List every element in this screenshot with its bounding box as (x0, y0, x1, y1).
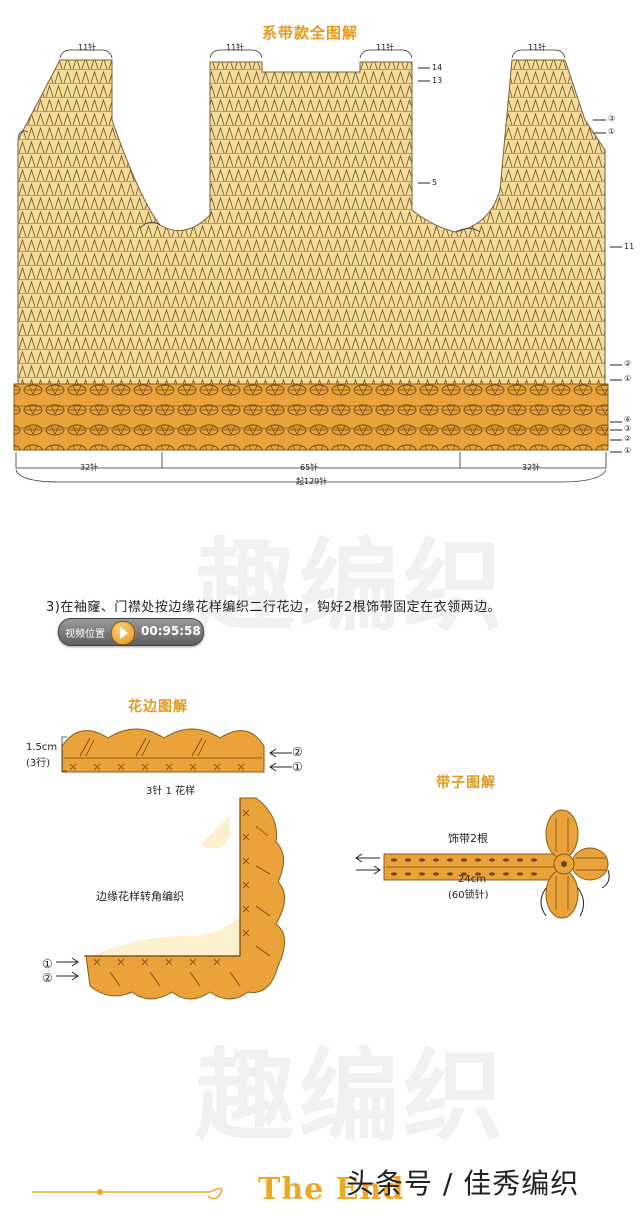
row-mark-right-9: ① (624, 446, 632, 455)
top-count-3: 11针 (376, 43, 395, 52)
corner-marker-2: ② (42, 971, 53, 985)
the-end-text: The End (258, 1172, 405, 1207)
row-mark-right-7: ③ (624, 424, 632, 433)
top-count-4: 11针 (528, 43, 547, 52)
row-mark-right-2: ① (608, 127, 616, 136)
watermark-1: 趣编织 (195, 528, 507, 645)
corner-label: 边缘花样转角编织 (96, 890, 184, 903)
row-mark-right-6: ④ (624, 415, 632, 424)
video-position-button[interactable]: 视频位置 00:95:58 (58, 618, 204, 646)
row-mark-5: 5 (432, 178, 438, 187)
row-mark-right-1: ③ (608, 114, 616, 123)
tie-title: 带子图解 (436, 775, 496, 791)
top-count-2: 11针 (226, 43, 245, 52)
tie-count-label: 饰带2根 (448, 832, 488, 845)
end-ornament (32, 1187, 223, 1200)
edging-rows-label: (3行) (26, 758, 51, 769)
credit-text: 头条号 / 佳秀编织 (346, 1167, 580, 1200)
edging-arrows (269, 748, 292, 772)
main-diagram-title: 系带款全图解 (262, 24, 359, 42)
main-garment-diagram (13, 49, 622, 483)
row-mark-right-5: ① (624, 374, 632, 383)
row-mark-right-3: 11 (624, 242, 635, 251)
edging-height-label: 1.5cm (26, 742, 58, 753)
edging-height-bracket (61, 736, 67, 772)
tie-diagram (355, 809, 610, 919)
edging-repeat-label: 3针 1 花样 (146, 786, 196, 797)
edging-marker-1: ① (292, 760, 303, 774)
corner-diagram (84, 797, 285, 1000)
garment-border-band (13, 383, 609, 451)
instruction-text: 3)在袖窿、门襟处按边缘花样编织二行花边，钩好2根饰带固定在衣领两边。 (46, 600, 502, 615)
watermark-2: 趣编织 (195, 1038, 507, 1155)
row-mark-right-8: ② (624, 434, 632, 443)
corner-arrows (56, 957, 79, 981)
row-mark-13: 13 (432, 76, 443, 85)
bottom-count-right: 32针 (522, 463, 541, 472)
video-position-label: 视频位置 (65, 629, 105, 640)
corner-marker-1: ① (42, 957, 53, 971)
tie-chain-label: (60锁针) (448, 890, 489, 901)
bottom-count-left: 32针 (80, 463, 99, 472)
video-time: 00:95:58 (141, 624, 201, 638)
play-icon[interactable] (111, 621, 135, 645)
top-count-1: 11针 (78, 43, 97, 52)
garment-body (17, 59, 606, 386)
edging-diagram (61, 728, 265, 773)
start-count: 起129针 (296, 477, 328, 486)
row-mark-right-4: ② (624, 359, 632, 368)
row-mark-14: 14 (432, 63, 443, 72)
edging-title: 花边图解 (128, 699, 188, 715)
bottom-count-center: 65针 (300, 463, 319, 472)
edging-marker-2: ② (292, 745, 303, 759)
tie-length-label: 24cm (458, 874, 486, 885)
